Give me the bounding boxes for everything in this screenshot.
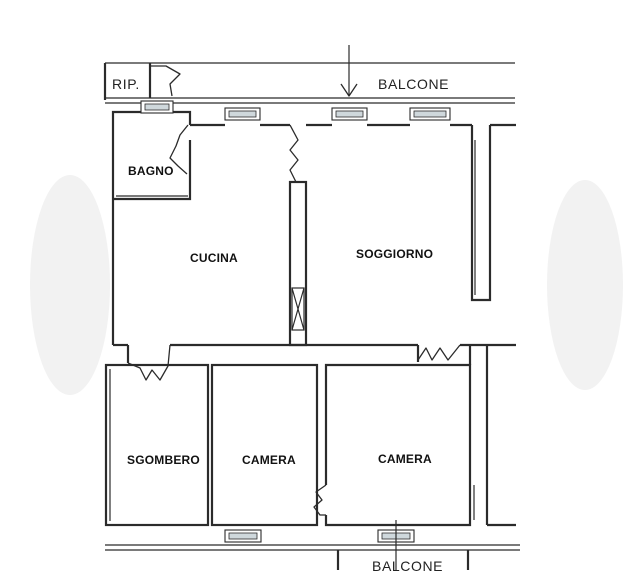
outer-walls (111, 110, 516, 363)
cucina-label: CUCINA (190, 251, 238, 265)
top-windows (140, 100, 451, 121)
bagno-walls (113, 124, 192, 201)
sgombero-label: SGOMBERO (127, 453, 200, 467)
balcone-top-label: BALCONE (378, 76, 450, 92)
top-balcony-railing (103, 62, 515, 104)
ripostiglio-closet (148, 63, 181, 98)
soggiorno-label: SOGGIORNO (356, 247, 434, 261)
camera-2-label: CAMERA (378, 452, 432, 466)
balcone-bottom-label: BALCONE (372, 558, 444, 574)
bagno-label: BAGNO (128, 164, 174, 178)
rip-label: RIP. (112, 76, 140, 92)
bottom-balcony (105, 520, 520, 570)
lower-room-walls (104, 345, 516, 527)
camera-1-label: CAMERA (242, 453, 296, 467)
watermark (30, 175, 623, 395)
entrance-arrow-icon (340, 45, 358, 97)
kitchen-living-wall (288, 124, 308, 347)
middle-corridor-walls (127, 343, 516, 381)
